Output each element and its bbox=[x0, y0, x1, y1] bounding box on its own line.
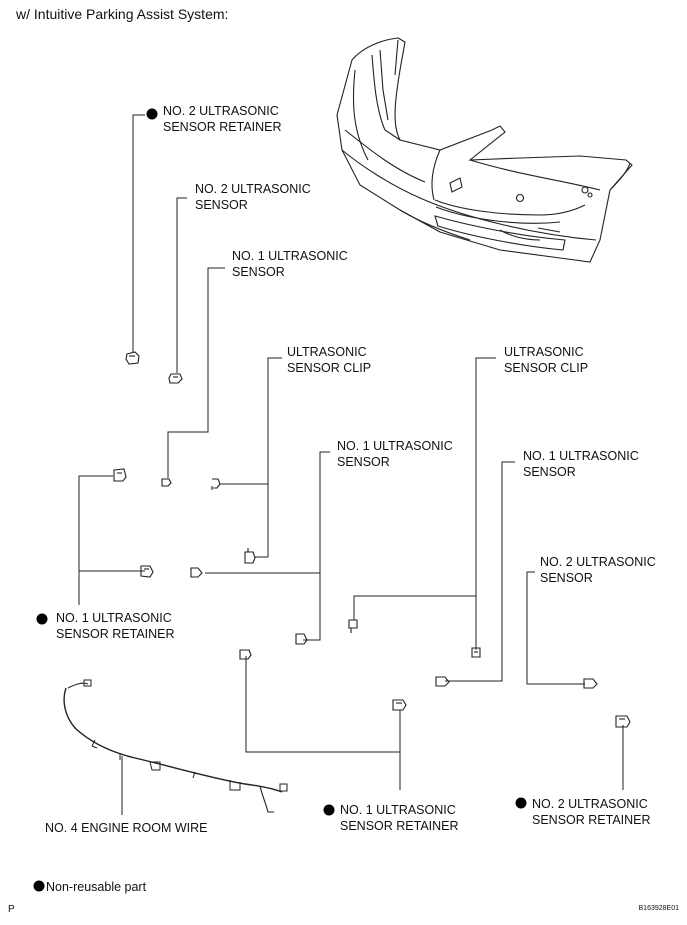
front-bumper-illustration bbox=[336, 37, 633, 263]
engine-room-wire bbox=[63, 679, 288, 813]
no1-sensor-part-top bbox=[161, 478, 172, 487]
no1-sensor-part-mid bbox=[190, 567, 203, 578]
no2-retainer-part-d bbox=[615, 715, 631, 728]
no2-retainer-part-top bbox=[125, 351, 140, 365]
sensor-parts bbox=[113, 351, 631, 728]
clip-part-a bbox=[211, 478, 221, 490]
leader-lines bbox=[78, 114, 624, 815]
no1-sensor-part-b bbox=[295, 633, 308, 645]
diagram-title: w/ Intuitive Parking Assist System: bbox=[16, 6, 229, 22]
label-engine-room-wire: NO. 4 ENGINE ROOM WIRE bbox=[45, 821, 208, 835]
clip-part-b bbox=[244, 548, 256, 564]
no1-retainer-part-d bbox=[392, 699, 407, 711]
clip-part-d bbox=[471, 647, 481, 658]
no1-sensor-part-right bbox=[435, 676, 450, 687]
no2-sensor-part-top bbox=[168, 373, 183, 384]
clip-part-c bbox=[348, 619, 358, 633]
legend-non-reusable: Non-reusable part bbox=[34, 880, 146, 894]
legend-text: Non-reusable part bbox=[46, 880, 147, 894]
no1-retainer-part-c bbox=[239, 649, 252, 660]
no1-retainer-part-b bbox=[140, 565, 154, 578]
non-reusable-markers bbox=[33, 108, 527, 892]
no2-sensor-part-right bbox=[583, 678, 598, 689]
no1-retainer-part-a bbox=[113, 468, 127, 482]
page-mark: P bbox=[8, 904, 15, 915]
figure-code: B163928E01 bbox=[638, 905, 679, 912]
